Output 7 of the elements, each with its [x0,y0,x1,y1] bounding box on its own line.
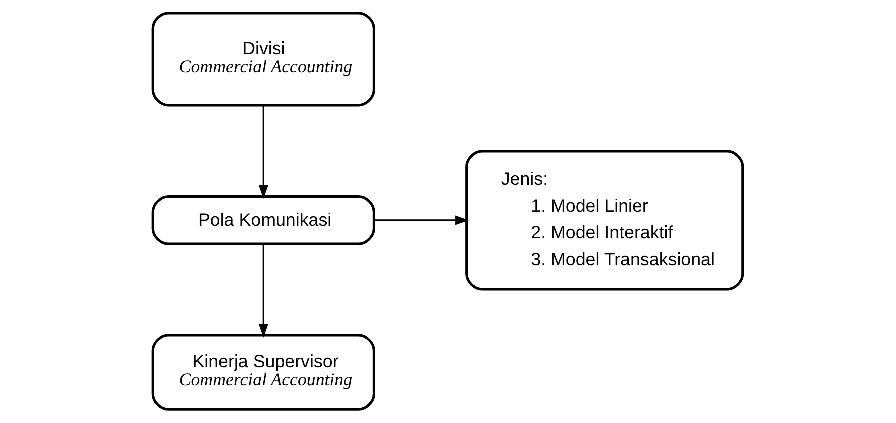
node-box: Jenis: 1. Model Linier 2. Model Interaktif 3. Model Transaksional [466,150,744,291]
node-box: Divisi Commercial Accounting [152,12,376,107]
arrow [374,216,470,226]
node-box: Kinerja Supervisor Commercial Accounting [152,334,376,411]
node-box: Pola Komunikasi [152,196,376,246]
arrow [258,106,268,199]
arrow [258,244,268,338]
